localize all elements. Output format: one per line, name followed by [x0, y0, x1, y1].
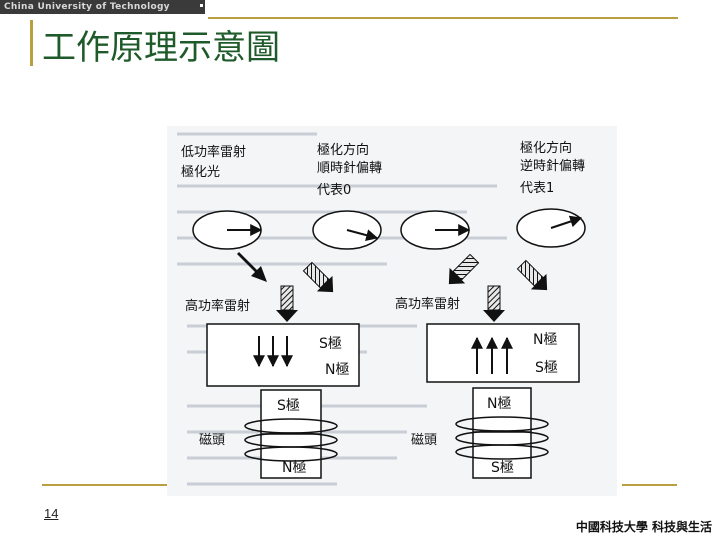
diagram-svg: 低功率雷射 極化光 極化方向 順時針偏轉 代表0 極化方向 逆時針偏轉 代表1	[177, 132, 586, 486]
clockwise-polarization-label: 極化方向 順時針偏轉 代表0	[317, 142, 382, 198]
polarization-ellipse-reference	[400, 210, 471, 250]
left-medium-bottom-pole: N極	[325, 362, 349, 378]
polarization-ellipse-clockwise	[312, 210, 382, 250]
counterclockwise-polarization-label: 極化方向 逆時針偏轉 代表1	[520, 140, 585, 196]
reflection-arrow-1	[237, 252, 267, 282]
right-recording-medium: N極 S極	[426, 323, 580, 383]
high-power-laser-right-arrow	[483, 285, 505, 322]
left-recording-medium: S極 N極	[206, 323, 360, 387]
reflection-arrow-2	[302, 261, 334, 293]
footer-divider-right	[622, 484, 677, 486]
svg-text:極化方向: 極化方向	[317, 142, 369, 158]
svg-text:極化光: 極化光	[181, 164, 220, 180]
right-medium-bottom-pole: S極	[535, 360, 558, 376]
low-power-laser-label: 低功率雷射 極化光	[181, 144, 246, 180]
high-power-laser-left-arrow	[276, 285, 298, 322]
svg-text:低功率雷射: 低功率雷射	[181, 144, 246, 160]
polarization-ellipse-input	[192, 210, 263, 250]
header-divider	[208, 17, 678, 19]
svg-text:極化方向: 極化方向	[520, 140, 572, 156]
left-head-bottom-pole: N極	[282, 460, 306, 476]
svg-text:順時針偏轉: 順時針偏轉	[317, 161, 382, 176]
page-number: 14	[44, 506, 59, 521]
svg-text:代表1: 代表1	[520, 181, 554, 196]
reflection-arrow-3	[448, 253, 480, 285]
left-medium-top-pole: S極	[319, 336, 342, 352]
svg-text:代表0: 代表0	[317, 183, 351, 198]
left-head-label: 磁頭	[199, 433, 225, 448]
high-power-laser-left-label: 高功率雷射	[185, 298, 250, 314]
left-magnetic-head: S極 N極 磁頭	[199, 389, 338, 479]
left-head-top-pole: S極	[277, 398, 300, 414]
right-medium-top-pole: N極	[533, 332, 557, 348]
footer-brand: 中國科技大學 科技與生活	[575, 520, 712, 534]
right-head-label: 磁頭	[411, 433, 437, 448]
polarization-ellipse-counterclockwise	[516, 208, 586, 248]
university-header-band: China University of Technology	[0, 0, 205, 14]
svg-text:逆時針偏轉: 逆時針偏轉	[520, 158, 585, 174]
right-head-bottom-pole: S極	[491, 460, 514, 476]
right-head-top-pole: N極	[487, 396, 511, 412]
footer-divider-left	[42, 484, 167, 486]
title-accent-bar	[30, 20, 33, 66]
header-dot	[200, 4, 203, 7]
university-name: China University of Technology	[4, 2, 170, 12]
high-power-laser-right-label: 高功率雷射	[395, 296, 460, 312]
right-magnetic-head: N極 S極 磁頭	[411, 387, 549, 479]
working-principle-diagram: 低功率雷射 極化光 極化方向 順時針偏轉 代表0 極化方向 逆時針偏轉 代表1	[167, 126, 617, 496]
reflection-arrow-4	[516, 259, 548, 291]
slide-title: 工作原理示意圖	[42, 28, 280, 68]
